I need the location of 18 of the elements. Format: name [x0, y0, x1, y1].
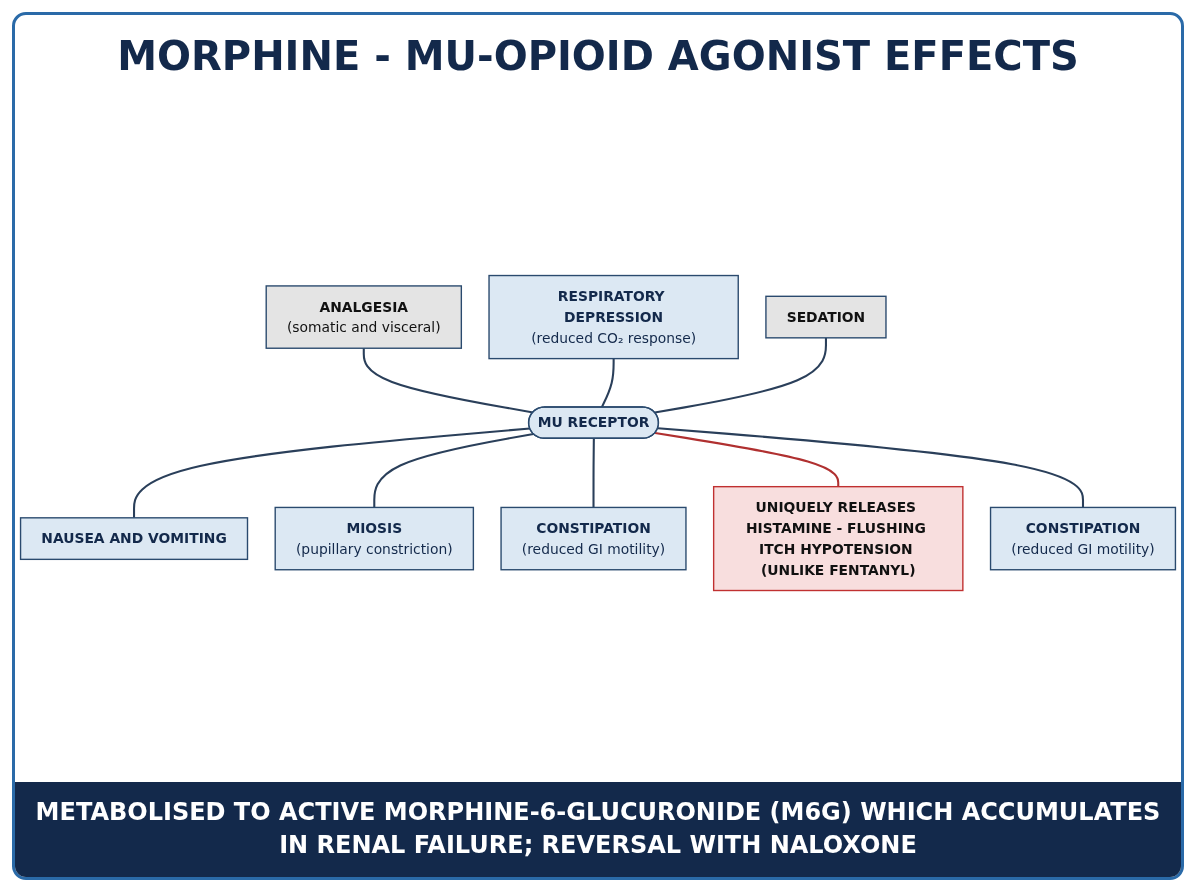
node-box: CONSTIPATION (reduced GI motility) [989, 507, 1177, 571]
node-box: CONSTIPATION (reduced GI motility) [500, 507, 687, 571]
caption-banner: METABOLISED TO ACTIVE MORPHINE-6-GLUCURONIDE (M6G) WHICH ACCUMULATES IN RENAL FAILURE; REVERSAL WITH NALOXONE [15, 781, 1181, 877]
node-box: ANALGESIA (somatic and visceral) [265, 285, 463, 350]
connector [373, 433, 534, 508]
node-box: SEDATION [765, 296, 887, 339]
connector [362, 348, 534, 414]
node-box: NAUSEA AND VOMITING [19, 517, 249, 561]
node-box: MIOSIS (pupillary constriction) [274, 507, 475, 571]
connector [133, 427, 531, 519]
node-box: RESPIRATORY DEPRESSION (reduced CO₂ response) [488, 275, 739, 360]
connector [592, 438, 595, 508]
connector [654, 338, 827, 414]
connector [657, 427, 1085, 508]
node-box: UNIQUELY RELEASES HISTAMINE - FLUSHING ITCH HYPOTENSION (UNLIKE FENTANYL) [712, 486, 964, 592]
title: MORPHINE - MU-OPIOID AGONIST EFFECTS [116, 33, 1080, 79]
connector [654, 432, 840, 488]
connector [600, 359, 615, 409]
